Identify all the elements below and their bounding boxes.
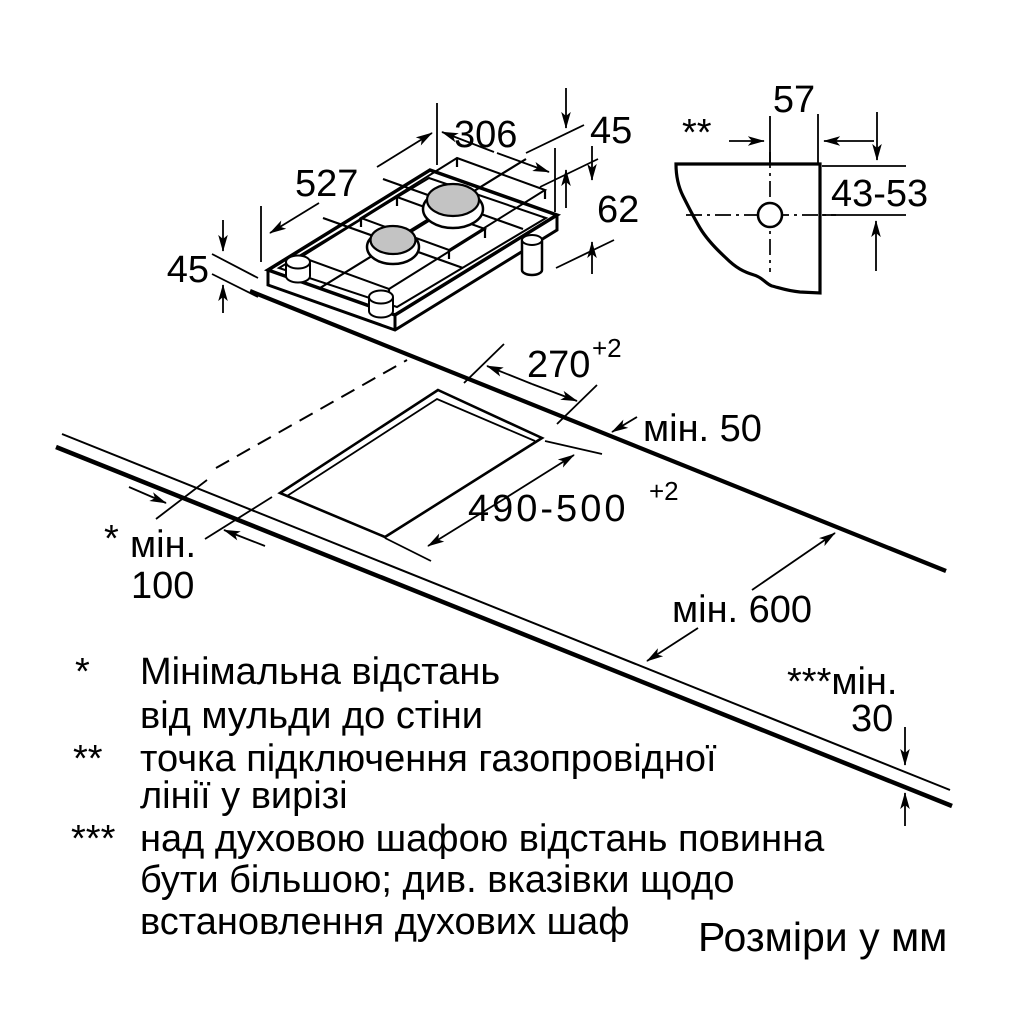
reference-line xyxy=(555,239,615,269)
footnote3-marker: *** xyxy=(71,818,116,860)
dim-min-side-label: мін. xyxy=(130,524,196,566)
dim-hob-height-left: 45 xyxy=(167,249,209,291)
units-note: Розміри у мм xyxy=(698,914,947,960)
dim-min-side-value: 100 xyxy=(131,565,194,607)
dimension-arrow xyxy=(128,486,167,504)
worktop-front-edge-bottom xyxy=(55,444,953,809)
control-knob-top xyxy=(368,289,394,305)
footnotes: * Мінімальна відстань від мульди до стін… xyxy=(71,651,947,960)
dim-connection-depth-range: 43-53 xyxy=(831,173,928,215)
worktop-back-edge xyxy=(249,289,947,573)
side-distance-marker: * xyxy=(104,518,119,560)
dim-min-back-clearance: мін. 50 xyxy=(643,408,762,450)
footnote3-line1: над духовою шафою відстань повинна xyxy=(140,818,825,860)
reference-line xyxy=(211,253,259,279)
extension-line xyxy=(769,114,819,163)
dim-hob-length: 527 xyxy=(295,163,358,205)
worktop-corner-cutaway xyxy=(674,162,822,295)
footnote3-line2: бути більшою; див. вказівки щодо xyxy=(140,859,735,901)
worktop-cutout-view: * мін. 100 270 +2 мін. 50 490-500 +2 мін… xyxy=(55,289,953,826)
footnote1-line2: від мульди до стіни xyxy=(140,695,483,737)
footnote3-line3: встановлення духових шаф xyxy=(140,901,629,943)
control-knob-top xyxy=(285,254,311,270)
footnote2-marker: ** xyxy=(73,738,103,780)
dim-cutout-width-tolerance: +2 xyxy=(592,333,622,363)
corner-detail-view: 57 ** 43-53 xyxy=(674,79,928,295)
footnote2-line2: лінії у вирізі xyxy=(140,775,348,817)
footnote2-line1: точка підключення газопровідної xyxy=(140,738,717,780)
extension-line xyxy=(384,537,432,562)
dim-min-depth: мін. 600 xyxy=(672,589,812,631)
connection-point-marker: ** xyxy=(682,112,712,154)
gas-connection-pipe-top xyxy=(521,234,543,246)
dim-hob-width: 306 xyxy=(454,114,517,156)
reference-line xyxy=(822,165,906,216)
dimension-arrow xyxy=(496,152,550,173)
gas-connection-point xyxy=(756,201,784,229)
dim-cutout-length: 490-500 xyxy=(468,488,628,530)
burner-large-cap xyxy=(425,182,481,218)
dimension-arrow xyxy=(376,132,433,168)
dim-hob-depth-total: 62 xyxy=(597,189,639,231)
hob-body-edge xyxy=(266,215,559,332)
dimension-arrow xyxy=(531,383,578,402)
footnote1-line1: Мінімальна відстань xyxy=(140,651,500,693)
dim-cutout-width: 270 xyxy=(527,344,590,386)
dimension-arrow xyxy=(751,532,836,591)
dim-cutout-length-tolerance: +2 xyxy=(649,476,679,506)
dimension-arrow xyxy=(269,202,320,234)
dimension-arrow xyxy=(503,454,575,500)
worktop-front-edge-top xyxy=(61,433,951,791)
pan-support-bars xyxy=(379,158,527,250)
burner-small-cap xyxy=(369,224,417,256)
cutout-opening xyxy=(277,388,545,539)
dim-hob-height-right: 45 xyxy=(590,110,632,152)
dimension-arrow xyxy=(611,416,638,433)
dimension-arrow xyxy=(223,529,266,547)
dimension-arrow xyxy=(486,365,533,385)
hob-isometric-view xyxy=(263,156,562,332)
extension-line xyxy=(463,343,598,425)
reference-line xyxy=(525,124,585,154)
footnote1-marker: * xyxy=(75,651,90,693)
extension-line xyxy=(155,479,273,540)
dim-min-oven-label: ***мін. xyxy=(787,661,897,703)
extension-line xyxy=(544,440,603,455)
dim-min-oven-value: 30 xyxy=(851,698,893,740)
cutout-inner-edge xyxy=(286,397,536,497)
dimension-arrow xyxy=(646,627,699,662)
dimension-arrow xyxy=(427,498,505,547)
side-wall-dashed-line xyxy=(215,359,408,469)
hob-dimensions: 527 306 45 62 45 xyxy=(167,88,639,313)
gas-connection-pipe xyxy=(520,240,544,277)
hob-inner-rim xyxy=(276,176,549,309)
dim-connection-offset: 57 xyxy=(773,79,815,121)
dimension-arrow xyxy=(441,131,495,153)
